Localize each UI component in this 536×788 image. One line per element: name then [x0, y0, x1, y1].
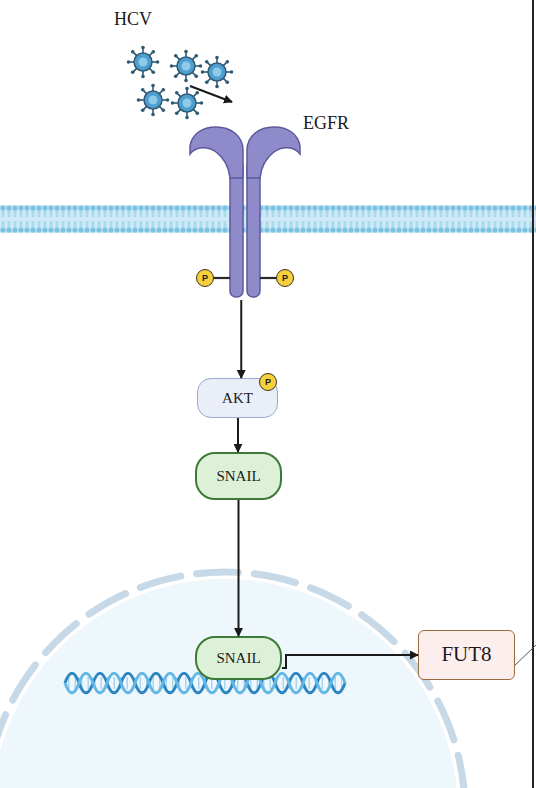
- node-text: SNAIL: [216, 468, 260, 485]
- phosphate-label: P: [276, 269, 294, 287]
- node-text: SNAIL: [216, 650, 260, 667]
- signal-arrow: [190, 86, 232, 102]
- signal-arrow: [282, 655, 418, 668]
- protein-box: SNAIL: [195, 636, 282, 680]
- node-text: AKT: [222, 390, 253, 407]
- node-text: EGFR: [303, 114, 349, 134]
- signal-arrow: [237, 418, 239, 452]
- virus-group: HCV: [110, 10, 190, 110]
- phosphate-label: P: [259, 373, 277, 391]
- node-text: FUT8: [441, 643, 491, 666]
- gene-box: FUT8: [418, 630, 515, 680]
- signal-arrow: [238, 500, 240, 636]
- signal-arrow: [240, 300, 242, 378]
- phosphate-label: P: [196, 269, 214, 287]
- protein-box: SNAIL: [195, 452, 282, 500]
- node-text: HCV: [114, 10, 152, 30]
